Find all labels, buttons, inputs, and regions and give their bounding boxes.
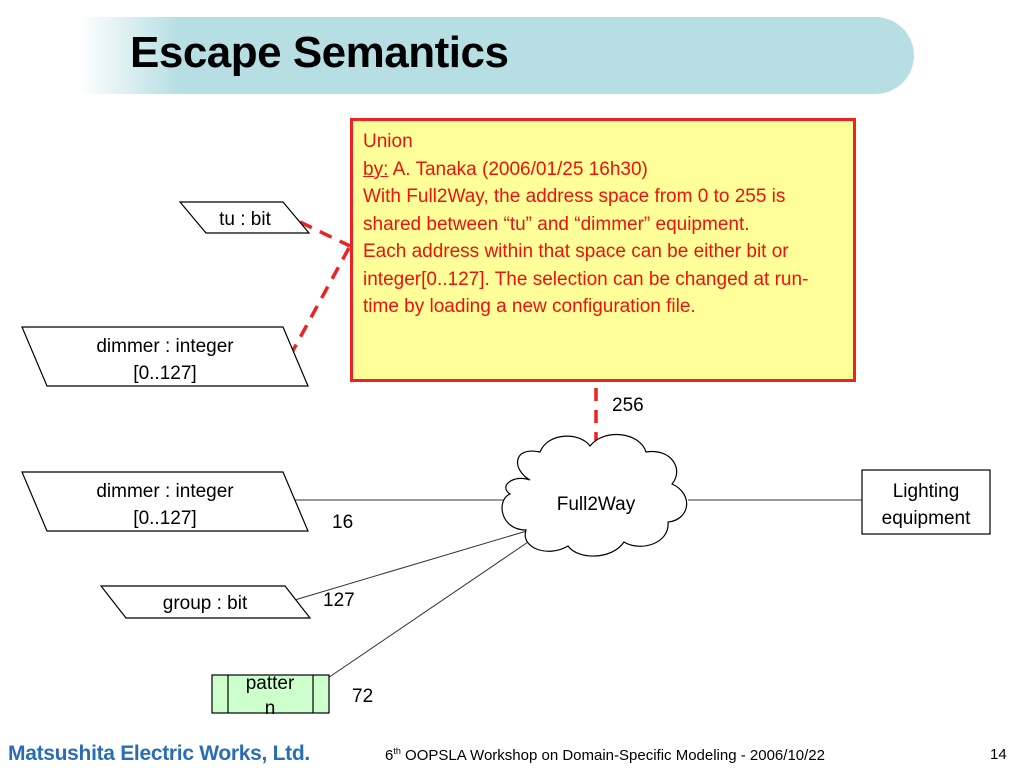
edge-group-cloud	[287, 529, 531, 603]
node-pattern[interactable]	[211, 674, 330, 714]
node-pattern-label-2: n	[265, 698, 276, 719]
node-dimmer-bottom-label-1: dimmer : integer	[96, 481, 234, 502]
footer-ord-sup: th	[393, 746, 401, 756]
page-number: 14	[990, 746, 1007, 763]
node-lighting-equipment[interactable]	[861, 469, 991, 535]
dashed-dimmer-note	[288, 245, 352, 357]
footer-event-text: OOPSLA Workshop on Domain-Specific Model…	[400, 747, 825, 764]
edge-pattern-cloud	[321, 537, 535, 683]
node-pattern-label-1: patter	[246, 673, 295, 694]
dashed-tu-note	[299, 220, 351, 248]
edge-label-union: 256	[612, 395, 644, 416]
node-tu[interactable]	[178, 201, 311, 234]
node-dimmer-bottom-label-2: [0..127]	[133, 508, 196, 529]
node-dimmer-top-label-2: [0..127]	[133, 363, 196, 384]
footer-ord: 6	[385, 747, 394, 764]
footer-event: 6th OOPSLA Workshop on Domain-Specific M…	[385, 746, 825, 764]
node-cloud-full2way[interactable]	[501, 433, 688, 557]
node-lighting-label-1: Lighting	[893, 481, 960, 502]
node-tu-label: tu : bit	[219, 209, 271, 230]
note-heading: Union	[363, 131, 413, 152]
note-author-line: by: A. Tanaka (2006/01/25 16h30)	[363, 156, 843, 184]
slide-title: Escape Semantics	[130, 28, 509, 77]
node-dimmer-top-label-1: dimmer : integer	[96, 336, 234, 357]
node-lighting-label-2: equipment	[882, 508, 971, 529]
node-dimmer-top[interactable]	[21, 326, 309, 387]
edge-label-group: 127	[323, 590, 355, 611]
edge-label-dimmer: 16	[332, 512, 353, 533]
company-logo: Matsushita Electric Works, Ltd.	[8, 742, 310, 765]
note-line-1: With Full2Way, the address space from 0 …	[363, 186, 786, 235]
edge-label-pattern: 72	[352, 686, 373, 707]
note-by-value: A. Tanaka (2006/01/25 16h30)	[388, 158, 648, 180]
title-band	[78, 17, 914, 94]
node-group-label: group : bit	[163, 593, 248, 614]
note-by-label: by:	[363, 158, 389, 180]
node-group[interactable]	[99, 585, 312, 619]
union-note: Union by: A. Tanaka (2006/01/25 16h30) W…	[350, 118, 856, 382]
node-cloud-label: Full2Way	[557, 494, 636, 515]
note-line-2: Each address within that space can be ei…	[363, 241, 809, 317]
node-dimmer-bottom[interactable]	[21, 471, 309, 532]
